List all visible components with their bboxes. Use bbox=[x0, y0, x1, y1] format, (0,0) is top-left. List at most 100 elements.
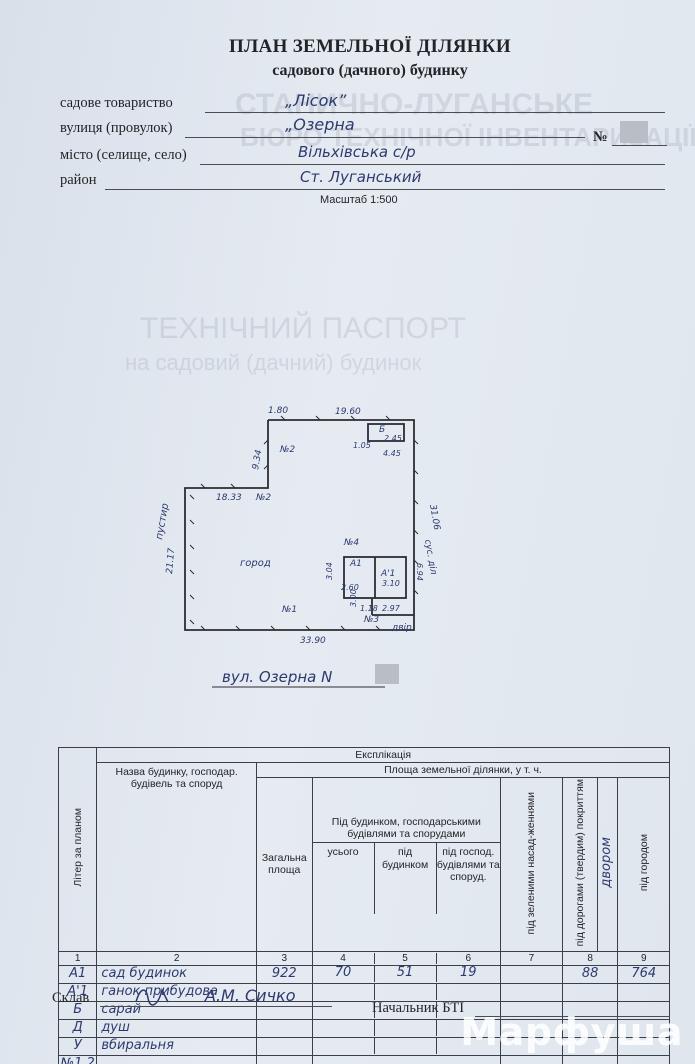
col-number: 6 bbox=[465, 952, 472, 964]
table-cell bbox=[617, 1036, 670, 1056]
table-cell bbox=[561, 1036, 619, 1056]
watermark-text: Марфуша bbox=[460, 1010, 683, 1054]
col-house-header: під будинком bbox=[375, 843, 437, 915]
col-roads-hand-cell: двором bbox=[596, 777, 619, 952]
society-line bbox=[205, 112, 665, 113]
col-name-header: Назва будинку, господар. будівель та спо… bbox=[96, 762, 257, 952]
site-plan-drawing: 19.60 1.80 9.34 №2 18.33 №2 пустир 21.17… bbox=[154, 406, 441, 688]
compiled-signature: А.М. Сичко bbox=[205, 986, 296, 1005]
annex-label: А'1 bbox=[380, 569, 395, 579]
society-label: садове товариство bbox=[60, 95, 173, 111]
table-cell bbox=[375, 1002, 437, 1019]
table-cell bbox=[561, 1054, 619, 1064]
garden-label: город bbox=[240, 558, 271, 569]
table-cell: вбиральня bbox=[96, 1036, 257, 1056]
mark-n2b: №2 bbox=[255, 493, 271, 503]
col-built-group-header: Під будинком, господарськими будівлями т… bbox=[312, 814, 501, 844]
col-area-group-header: Площа земельної ділянки, у т. ч. bbox=[255, 762, 671, 779]
col-garden-header: під городом bbox=[617, 777, 670, 952]
col-outbuild-header: під господ. будівлями та споруд. bbox=[436, 846, 500, 883]
table-cell bbox=[375, 1020, 437, 1037]
table-cell bbox=[500, 1054, 563, 1064]
dim-top: 19.60 bbox=[335, 407, 361, 417]
table-cell-group bbox=[311, 1036, 502, 1056]
table-cell: А'1 bbox=[57, 982, 98, 1002]
explication-caption: Експлікація bbox=[96, 746, 670, 764]
dim-shed-d: 4.45 bbox=[383, 449, 401, 458]
table-cell: 19 bbox=[460, 965, 477, 981]
page-title: ПЛАН ЗЕМЕЛЬНОЇ ДІЛЯНКИ bbox=[229, 36, 511, 57]
col-liter-header: Літер за планом bbox=[57, 747, 98, 952]
house-label: А1 bbox=[349, 559, 362, 569]
col-number: 7 bbox=[500, 950, 563, 966]
compiled-line bbox=[100, 1006, 332, 1007]
table-cell bbox=[313, 1002, 375, 1019]
table-cell: 88 bbox=[561, 965, 619, 984]
dim-house-d: 6.94 bbox=[415, 563, 424, 581]
number-redaction bbox=[620, 121, 648, 143]
table-cell: А1 bbox=[57, 965, 98, 984]
dim-house-a: 3.04 bbox=[325, 562, 334, 580]
col-number: 4 bbox=[313, 952, 375, 965]
dim-right: 31.06 bbox=[427, 504, 441, 531]
col-number: 5 bbox=[375, 952, 437, 965]
table-cell: 51 bbox=[375, 966, 437, 983]
table-cell: У bbox=[57, 1036, 98, 1056]
plot-boundary bbox=[184, 419, 415, 631]
number-label: № bbox=[593, 129, 608, 145]
street-caption: вул. Озерна N bbox=[222, 668, 332, 686]
col-number: 3 bbox=[255, 950, 313, 966]
table-cell: сарай bbox=[96, 1000, 257, 1020]
chief-line bbox=[475, 1016, 670, 1017]
col-number: 2 bbox=[96, 950, 257, 966]
table-cell: душ bbox=[96, 1018, 257, 1038]
dim-top-left: 1.80 bbox=[268, 406, 288, 416]
dim-house-b: 2.60 bbox=[341, 583, 359, 592]
district-line bbox=[105, 189, 665, 190]
mark-n3: №3 bbox=[363, 615, 379, 625]
table-cell-group bbox=[311, 1054, 502, 1064]
explication-table: Літер за планом Експлікація Назва будинк… bbox=[57, 746, 671, 1064]
table-cell: 764 bbox=[617, 965, 670, 984]
ghost-text-4: на садовий (дачний) будинок bbox=[125, 350, 422, 375]
table-cell bbox=[375, 1038, 437, 1055]
table-cell bbox=[313, 1038, 375, 1055]
mark-n2a: №2 bbox=[279, 445, 295, 455]
table-cell bbox=[313, 984, 375, 1001]
table-cell bbox=[500, 982, 563, 1002]
col-number: 8 bbox=[561, 950, 619, 966]
dim-bottom: 33.90 bbox=[300, 636, 326, 646]
table-cell: 922 bbox=[255, 965, 313, 984]
dim-notch-vertical: 9.34 bbox=[251, 449, 264, 471]
town-line bbox=[200, 164, 665, 165]
page-subtitle: садового (дачного) будинку bbox=[272, 62, 468, 79]
dim-house-e: 3.00 bbox=[349, 589, 358, 607]
table-cell bbox=[255, 1036, 313, 1056]
signature-scribble bbox=[135, 987, 169, 1006]
dim-notch-horizontal: 18.33 bbox=[216, 493, 242, 503]
table-cell bbox=[313, 1020, 375, 1037]
yard-label: двір bbox=[391, 623, 412, 633]
col-green-header: під зеленими насад-женнями bbox=[500, 777, 563, 952]
shed-outline bbox=[367, 423, 405, 442]
table-cell bbox=[255, 1018, 313, 1038]
dim-shed-h: 1.05 bbox=[353, 441, 371, 450]
ghost-text-3: ТЕХНІЧНИЙ ПАСПОРТ bbox=[140, 312, 466, 345]
scale-label: Масштаб 1:500 bbox=[320, 194, 398, 206]
table-cell bbox=[500, 965, 563, 984]
chief-label: Начальник БТІ bbox=[372, 1000, 465, 1016]
number-line bbox=[612, 145, 667, 146]
dim-left: 21.17 bbox=[165, 547, 177, 574]
table-cell bbox=[375, 984, 437, 1001]
shed-label: Б bbox=[379, 425, 385, 435]
table-cell-group bbox=[311, 982, 502, 1002]
col-number: 9 bbox=[617, 950, 670, 966]
dim-house-c: 3.10 bbox=[382, 579, 400, 588]
table-cell: сад будинок bbox=[96, 965, 257, 984]
dim-house-g: 2.97 bbox=[382, 604, 401, 613]
